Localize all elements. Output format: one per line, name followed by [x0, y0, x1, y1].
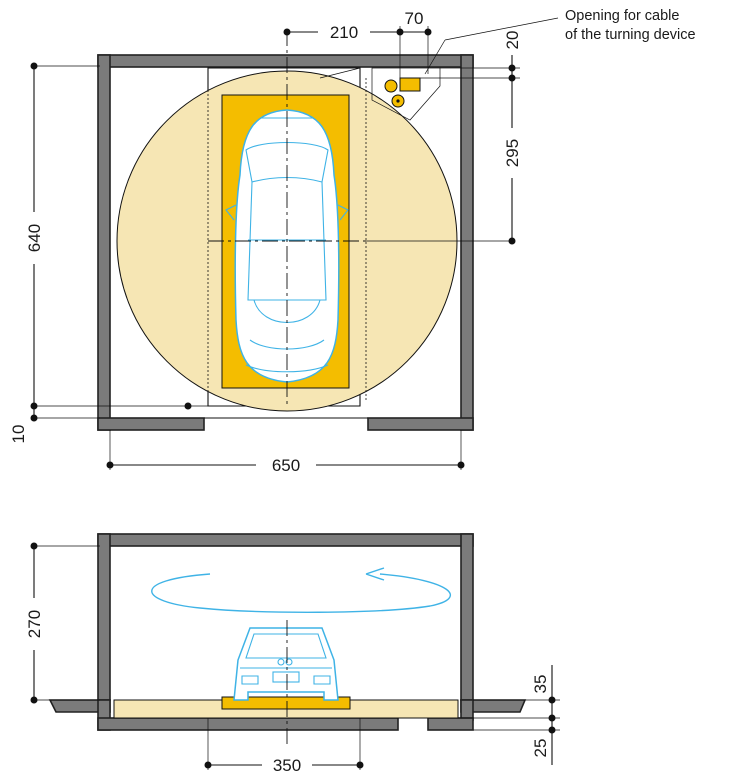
dim-label-210: 210: [330, 23, 358, 42]
dim-label-35: 35: [531, 675, 550, 694]
annotation-line-1: Opening for cable: [565, 8, 679, 24]
plan-wall-top: [97, 54, 474, 68]
rotation-arrow: [151, 573, 452, 613]
section-ceiling: [97, 533, 474, 547]
plan-wall-bottom-right: [367, 417, 474, 431]
drive-gear: [384, 79, 398, 93]
dim-label-70: 70: [405, 9, 424, 28]
annotation-leader: [444, 17, 559, 41]
dim-label-640: 640: [25, 224, 44, 252]
pit-floor: [97, 717, 399, 731]
dim-label-270: 270: [25, 610, 44, 638]
platform-section: [221, 696, 351, 710]
dim-label-350: 350: [273, 756, 301, 775]
pit-corner-line: [319, 67, 361, 79]
annotation-line-2: of the turning device: [565, 27, 696, 43]
drive-motor: [399, 77, 421, 92]
dim-label-25: 25: [531, 739, 550, 758]
plan-wall-right: [460, 54, 474, 431]
plan-view: Opening for cable of the turning device …: [9, 8, 696, 476]
dim-label-10: 10: [9, 425, 28, 444]
section-wall-left: [97, 533, 111, 701]
section-view: 270 35 25 350: [24, 533, 560, 776]
dim-label-650: 650: [272, 456, 300, 475]
rotation-arrowhead-icon: [365, 567, 385, 581]
car-rear-view: [233, 627, 339, 701]
plan-wall-left: [97, 54, 111, 431]
section-wall-right: [460, 533, 474, 701]
dim-label-20: 20: [503, 31, 522, 50]
dim-label-295: 295: [503, 139, 522, 167]
plan-wall-bottom-left: [97, 417, 205, 431]
